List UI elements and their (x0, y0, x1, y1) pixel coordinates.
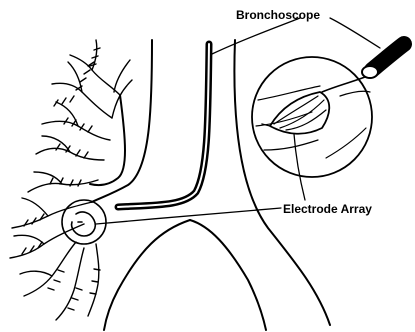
leader-lines (96, 18, 380, 224)
lower-airways (10, 198, 100, 320)
bronchoscope-label: Bronchoscope (236, 9, 320, 21)
tip-detail-circle (62, 200, 106, 244)
magnified-view-circle (252, 57, 372, 177)
electrode-array-label: Electrode Array (283, 203, 372, 215)
bronchial-tree (28, 40, 132, 192)
